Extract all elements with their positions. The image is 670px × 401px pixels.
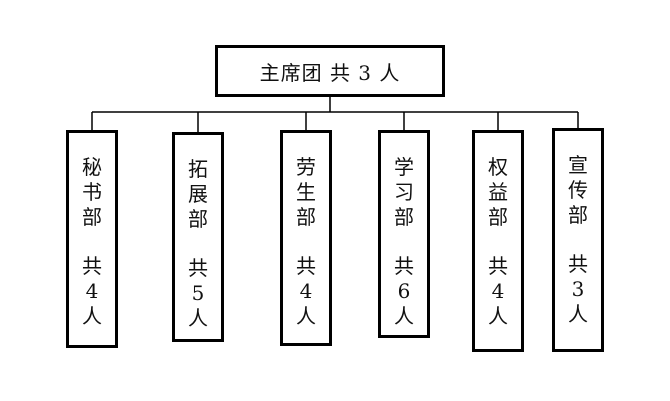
dept-count: 共 4 人 xyxy=(488,254,508,329)
dept-count-char: 4 xyxy=(491,279,505,303)
dept-count: 共 3 人 xyxy=(568,252,588,327)
dept-name-char: 生 xyxy=(296,180,316,204)
dept-count-char: 人 xyxy=(188,306,208,330)
dept-name-char: 展 xyxy=(188,182,208,206)
dept-count-char: 共 xyxy=(82,254,102,278)
dept-count-char: 共 xyxy=(568,252,588,276)
dept-count: 共 6 人 xyxy=(394,254,414,329)
dept-count-char: 5 xyxy=(191,281,205,305)
dept-name-char: 传 xyxy=(568,178,588,202)
dept-name-char: 部 xyxy=(394,205,414,229)
dept-count-char: 人 xyxy=(568,302,588,326)
dept-name-char: 书 xyxy=(82,180,102,204)
dept-count-char: 3 xyxy=(571,277,585,301)
dept-name-char: 习 xyxy=(394,180,414,204)
dept-name: 拓 展 部 xyxy=(188,157,208,232)
dept-count-char: 4 xyxy=(299,279,313,303)
dept-box-rights: 权 益 部 共 4 人 xyxy=(472,130,524,352)
dept-name-char: 权 xyxy=(488,155,508,179)
dept-box-expansion: 拓 展 部 共 5 人 xyxy=(172,132,224,342)
dept-count-char: 人 xyxy=(394,304,414,328)
dept-box-publicity: 宣 传 部 共 3 人 xyxy=(552,128,604,352)
dept-name-char: 劳 xyxy=(296,155,316,179)
dept-count-char: 共 xyxy=(188,256,208,280)
dept-count-char: 4 xyxy=(85,279,99,303)
dept-name-char: 拓 xyxy=(188,157,208,181)
dept-count-char: 人 xyxy=(488,304,508,328)
dept-name: 学 习 部 xyxy=(394,155,414,230)
dept-name: 宣 传 部 xyxy=(568,153,588,228)
dept-count-char: 6 xyxy=(397,279,411,303)
dept-name: 秘 书 部 xyxy=(82,155,102,230)
dept-count: 共 4 人 xyxy=(82,254,102,329)
dept-name-char: 益 xyxy=(488,180,508,204)
dept-name-char: 部 xyxy=(188,207,208,231)
dept-box-secretariat: 秘 书 部 共 4 人 xyxy=(66,130,118,348)
dept-count-char: 人 xyxy=(296,304,316,328)
dept-box-labor: 劳 生 部 共 4 人 xyxy=(280,130,332,346)
dept-count-char: 共 xyxy=(488,254,508,278)
dept-name-char: 部 xyxy=(488,205,508,229)
dept-count-char: 人 xyxy=(82,304,102,328)
dept-count: 共 5 人 xyxy=(188,256,208,331)
dept-name-char: 部 xyxy=(82,205,102,229)
dept-name-char: 宣 xyxy=(568,153,588,177)
dept-count-char: 共 xyxy=(296,254,316,278)
dept-name-char: 学 xyxy=(394,155,414,179)
dept-name: 权 益 部 xyxy=(488,155,508,230)
dept-name-char: 部 xyxy=(296,205,316,229)
dept-name-char: 秘 xyxy=(82,155,102,179)
presidium-label: 主席团 共 3 人 xyxy=(259,60,401,85)
dept-count: 共 4 人 xyxy=(296,254,316,329)
dept-name-char: 部 xyxy=(568,203,588,227)
dept-name: 劳 生 部 xyxy=(296,155,316,230)
dept-count-char: 共 xyxy=(394,254,414,278)
dept-box-study: 学 习 部 共 6 人 xyxy=(378,130,430,338)
presidium-box: 主席团 共 3 人 xyxy=(215,45,445,97)
